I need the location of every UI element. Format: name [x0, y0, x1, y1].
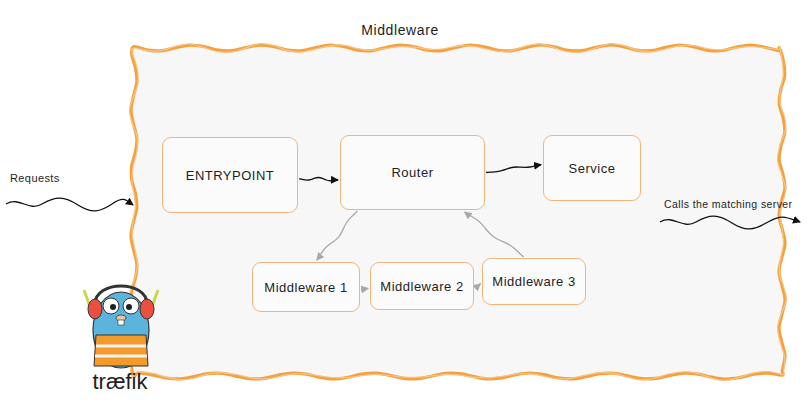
request-arrow — [6, 198, 133, 211]
flow-label: Requests — [10, 172, 60, 184]
gopher-mascot — [84, 286, 158, 368]
middleware-box: Middleware 3 — [482, 258, 585, 305]
box-label: Service — [569, 161, 616, 176]
response-arrow — [660, 216, 800, 229]
box-label: Middleware 1 — [264, 280, 347, 295]
box-label: Middleware 2 — [380, 279, 463, 294]
flow-label: Calls the matching server — [664, 198, 792, 210]
flow-connector — [361, 288, 368, 289]
process-box: ENTRYPOINT — [162, 137, 298, 213]
box-label: Middleware 3 — [492, 274, 575, 289]
box-label: Router — [391, 165, 433, 180]
box-label: ENTRYPOINT — [186, 168, 275, 183]
process-box: Router — [340, 135, 485, 210]
region-outline — [131, 45, 785, 379]
middleware-region — [129, 44, 786, 381]
diagram-title: Middleware — [361, 22, 439, 38]
middleware-box: Middleware 2 — [370, 262, 474, 310]
middleware-box: Middleware 1 — [252, 262, 360, 312]
flow-connector — [475, 284, 480, 289]
region-outline-sketch — [129, 44, 786, 381]
flow-connector — [317, 211, 358, 260]
process-box: Service — [543, 135, 641, 201]
flow-connector — [299, 178, 338, 181]
flow-connector — [486, 165, 541, 173]
logo-text: træfik — [93, 369, 148, 395]
flow-connector — [465, 212, 524, 257]
